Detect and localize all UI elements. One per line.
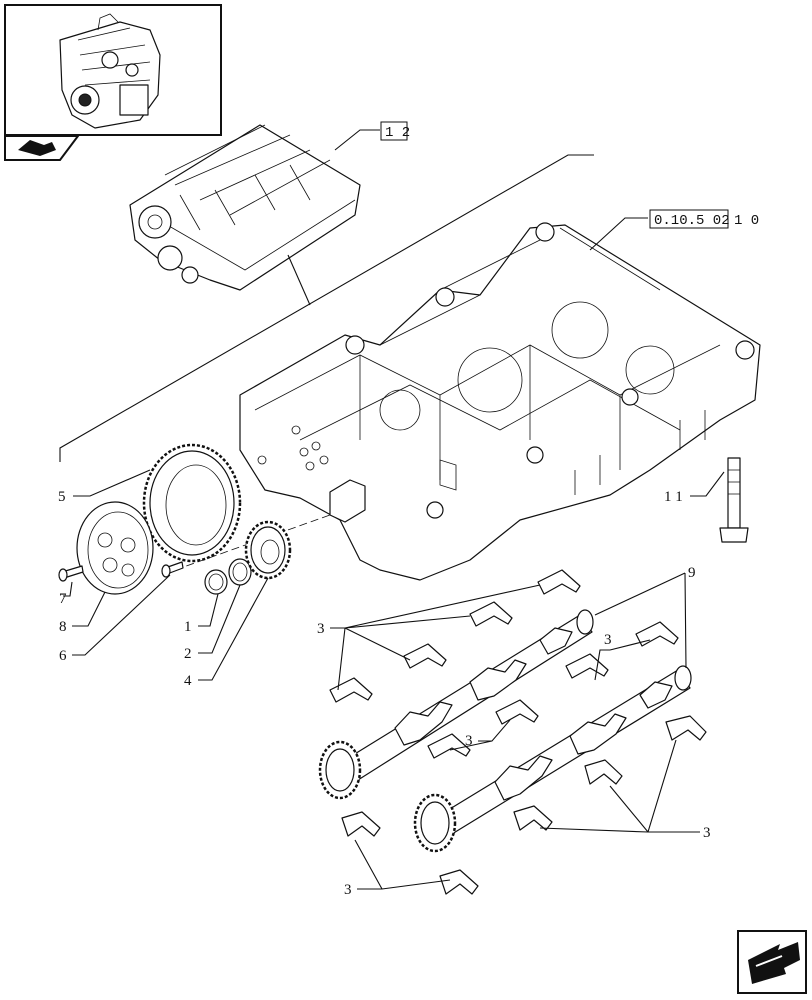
previous-page-button[interactable] [4,135,80,161]
ref-10-box[interactable]: 0.10.5 02 1 0 [649,209,759,229]
callout-9[interactable]: 9 [688,565,696,581]
camshaft-lower [413,665,692,853]
bearing-shell [665,715,707,741]
bearing-shell [469,601,513,627]
leader-ref-12 [334,129,380,151]
previous-page-arrow-icon [18,140,56,156]
bearing-shell [537,569,581,595]
callout-11[interactable]: 1 1 [664,489,683,505]
bearing-shell [403,643,447,669]
leader-housing-link [287,254,311,306]
separator-line [59,154,594,462]
camshaft-upper [318,609,594,800]
next-page-button[interactable] [737,930,807,994]
callout-6[interactable]: 6 [59,648,67,664]
bolt-7 [58,565,84,582]
callout-3-lower-right[interactable]: 3 [703,825,711,841]
bearing-shell [565,653,609,679]
callout-3-upper-left[interactable]: 3 [317,621,325,637]
bearing-shell [513,805,553,831]
leader-lines [63,469,725,890]
pulley-8 [76,501,154,595]
bearing-shell [584,759,623,785]
engine-thumbnail[interactable] [4,4,222,136]
callout-2[interactable]: 2 [184,646,192,662]
small-housing-illustration [129,124,361,291]
callout-3-middle[interactable]: 3 [465,733,473,749]
large-gear-5 [142,443,242,563]
callout-7[interactable]: 7 [59,591,67,607]
bearing-shell [495,699,539,725]
engine-thumbnail-icon [59,13,161,129]
shaft-centerline [174,514,331,571]
ref-12-box[interactable]: 1 2 [380,121,410,141]
ref-10-box-label: 0.10.5 02 [654,213,730,229]
bearing-shells [329,569,707,895]
callout-3-upper-right[interactable]: 3 [604,632,612,648]
ref-12-label: 1 2 [385,125,410,141]
ring-2 [228,558,252,586]
bolt-11 [719,457,749,543]
main-housing-illustration [239,222,761,581]
ref-10-suffix-label: 1 0 [734,213,759,229]
bearing-shell [341,811,381,837]
callout-1[interactable]: 1 [184,619,192,635]
next-page-arrow-icon [748,942,800,984]
bearing-shell [439,869,479,895]
callout-4[interactable]: 4 [184,673,192,689]
callout-5[interactable]: 5 [58,489,66,505]
bearing-shell [427,733,471,759]
bearing-shell [329,677,373,703]
leader-ref-10 [589,217,648,251]
snap-ring-1 [204,569,228,595]
small-gear-4 [244,520,292,580]
callout-8[interactable]: 8 [59,619,67,635]
bearing-shell [635,621,679,647]
callout-3-bottom[interactable]: 3 [344,882,352,898]
bolt-6 [161,561,184,578]
